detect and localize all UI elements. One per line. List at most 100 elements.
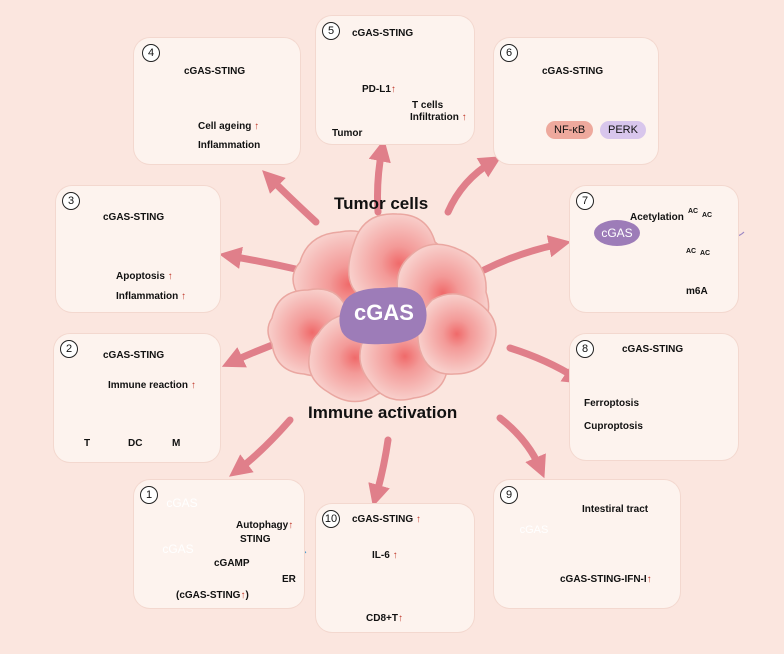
panel-2 — [54, 334, 220, 462]
tumor-cell-cluster — [267, 213, 497, 403]
immune-activation-title: Immune activation — [308, 403, 458, 422]
panel-7 — [570, 186, 738, 312]
p7-cgas-blob — [594, 220, 640, 246]
panel-6 — [494, 38, 658, 164]
panel-4 — [134, 38, 300, 164]
p2-t-label: T — [84, 438, 91, 449]
p9-output-row: cGAS-STING-IFN-I↑ — [560, 574, 652, 585]
p6-title: cGAS-STING — [542, 66, 604, 77]
p3-inflammation-up: ↑ — [181, 291, 187, 302]
panel-10-number: 10 — [322, 510, 340, 528]
p4-ageing-up: ↑ — [254, 121, 260, 132]
cgas-center-shape — [339, 287, 427, 345]
p3-inflammation: Inflammation — [116, 291, 179, 302]
p3-title: cGAS-STING — [103, 212, 165, 223]
p1-footer-end: ) — [245, 590, 249, 601]
p7-acetylation: Acetylation — [630, 212, 684, 223]
p6-nfkb-pill: NF-κB — [546, 121, 594, 139]
panel-8 — [570, 334, 738, 460]
arrow-to-panel-1 — [229, 416, 294, 477]
p5-infiltration: Infiltration — [410, 112, 459, 123]
p3-apoptosis: Apoptosis — [116, 271, 165, 282]
p5-pdl1: PD-L1 — [362, 84, 391, 95]
p5-pdl1-row: PD-L1↑ — [362, 84, 396, 95]
p1-footer: (cGAS-STING — [176, 590, 241, 601]
p10-il6-up: ↑ — [392, 550, 398, 561]
p4-inflammation: Inflammation — [198, 140, 261, 151]
panel-6-number: 6 — [500, 44, 518, 62]
p7-ac-2: AC — [702, 212, 713, 219]
p1-autophagy: Autophagy — [236, 520, 289, 531]
p1-autophagy-up: ↑ — [288, 520, 294, 531]
p1-sting: STING — [240, 534, 271, 545]
p5-title: cGAS-STING — [352, 28, 414, 39]
p5-pdl1-up: ↑ — [390, 84, 396, 95]
p5-tumor: Tumor — [332, 128, 363, 139]
p2-reaction-row: Immune reaction ↑ — [108, 380, 196, 391]
p7-cgas: cGAS — [601, 226, 633, 240]
arrow-to-panel-10 — [368, 436, 392, 507]
p6-perk-pill: PERK — [600, 121, 646, 139]
p1-cgas-b: cGAS — [162, 542, 194, 556]
p4-title: cGAS-STING — [184, 66, 246, 77]
p9-intestinal: Intestiral tract — [582, 504, 649, 515]
p2-m-label: M — [172, 438, 181, 449]
arrow-to-panel-3 — [218, 246, 304, 274]
tumor-cells-title: Tumor cells — [334, 194, 429, 213]
p4-ageing: Cell ageing — [198, 121, 252, 132]
panel-10 — [316, 504, 474, 632]
panel-7-number: 7 — [576, 192, 594, 210]
p1-cgas-a: cGAS — [166, 496, 198, 510]
arrow-to-panel-9 — [496, 414, 546, 479]
arrow-to-panel-8 — [506, 344, 586, 385]
p5-tcells: T cells — [412, 100, 444, 111]
p10-title: cGAS-STING — [352, 514, 414, 525]
p9-output: cGAS-STING-IFN-I — [560, 574, 647, 585]
p3-apoptosis-row: Apoptosis ↑ — [116, 271, 173, 282]
arrow-to-panel-6 — [444, 156, 502, 216]
arrow-to-panel-4 — [262, 170, 320, 226]
p7-ac-3: AC — [686, 248, 697, 255]
p2-reaction-up: ↑ — [190, 380, 196, 391]
panel-2-number: 2 — [60, 340, 78, 358]
p1-footer-up: ↑ — [240, 590, 246, 601]
p10-cd8-row: CD8+T↑ — [366, 613, 403, 624]
arrow-to-panel-5 — [368, 139, 391, 216]
panel-1-number: 1 — [140, 486, 158, 504]
p7-ac-1: AC — [688, 208, 699, 215]
panel-1 — [134, 480, 304, 608]
p10-cd8-up: ↑ — [397, 613, 403, 624]
p10-il6: IL-6 — [372, 550, 390, 561]
p2-dc-label: DC — [128, 438, 143, 449]
p1-er: ER — [282, 574, 296, 585]
p7-m6a: m6A — [686, 286, 708, 297]
p1-cgamp: cGAMP — [214, 558, 250, 569]
p10-il6-row: IL-6 ↑ — [372, 550, 398, 561]
p10-title-up: ↑ — [415, 514, 421, 525]
p3-inflammation-row: Inflammation ↑ — [116, 291, 186, 302]
panel-9-number: 9 — [500, 486, 518, 504]
p1-autophagy-row: Autophagy↑ — [236, 520, 293, 531]
cgas-center-label: cGAS — [354, 300, 414, 325]
p10-cd8: CD8+T — [366, 613, 398, 624]
panel-5-number: 5 — [322, 22, 340, 40]
p10-title-row: cGAS-STING ↑ — [352, 514, 421, 525]
panel-5 — [316, 16, 474, 144]
p8-cuproptosis: Cuproptosis — [584, 421, 643, 432]
panel-9 — [494, 480, 680, 608]
p4-ageing-row: Cell ageing ↑ — [198, 121, 259, 132]
p8-ferroptosis: Ferroptosis — [584, 398, 640, 409]
p9-output-up: ↑ — [646, 574, 652, 585]
p5-infiltration-row: Infiltration ↑ — [410, 112, 467, 123]
p5-infiltration-up: ↑ — [461, 112, 467, 123]
panel-3-number: 3 — [62, 192, 80, 210]
p7-ac-4: AC — [700, 250, 711, 257]
p1-footer-row: (cGAS-STING↑) — [176, 590, 249, 601]
p9-cgas: cGAS — [519, 524, 549, 536]
p3-apoptosis-up: ↑ — [167, 271, 173, 282]
p2-reaction: Immune reaction — [108, 380, 189, 391]
panel-3 — [56, 186, 220, 312]
panel-8-number: 8 — [576, 340, 594, 358]
p2-title: cGAS-STING — [103, 350, 165, 361]
arrow-to-panel-7 — [480, 235, 571, 274]
